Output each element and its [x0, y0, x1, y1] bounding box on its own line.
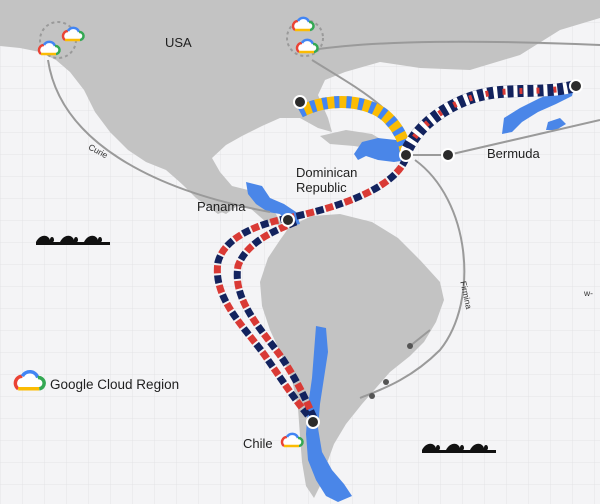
dominican-republic-label-line2: Republic [296, 180, 347, 195]
us-east-node [293, 95, 307, 109]
cable-branch [409, 329, 431, 347]
panama-chile-cable-inner [233, 218, 318, 420]
chile-label: Chile [243, 436, 273, 451]
google-cloud-region-icon [13, 370, 46, 391]
panama-chile-cable-red [213, 214, 315, 423]
south-america-landmass [260, 214, 444, 498]
central-america-landmass [110, 132, 282, 226]
dominican-panama-cable-red [287, 156, 410, 222]
wave-icon-atlantic [422, 443, 496, 453]
wave-icon-pacific [36, 235, 110, 245]
bermuda-junction-node [441, 148, 455, 162]
bermuda-node [569, 79, 583, 93]
google-cloud-icon-us-west-2 [61, 26, 85, 42]
firmina-cable [359, 159, 466, 399]
chile-landmass [306, 326, 352, 502]
small-node-2 [383, 379, 389, 385]
legend-label: Google Cloud Region [50, 377, 180, 392]
curie-cable [47, 59, 271, 213]
small-node-1 [407, 343, 413, 349]
dominican-republic-label: Dominican Republic [296, 165, 357, 195]
google-cloud-icon-us-east-2 [295, 38, 319, 54]
google-cloud-icon-chile [280, 432, 304, 448]
bermuda-island-small [546, 118, 566, 130]
landing-nodes [281, 79, 583, 429]
east-coast-cable [311, 40, 600, 51]
dominican-republic-label-line1: Dominican [296, 165, 358, 180]
dominican-republic-landmass [354, 138, 412, 162]
google-cloud-icon-us-west-1 [37, 40, 61, 56]
google-cloud-icon-us-east-1 [291, 16, 315, 32]
honomoana-cable-pattern [297, 96, 412, 154]
bermuda-label: Bermuda [487, 146, 540, 161]
dominican-republic-node [399, 148, 413, 162]
panama-node [281, 213, 295, 227]
chile-node [306, 415, 320, 429]
bermuda-island [502, 88, 574, 134]
panama-label: Panama [197, 199, 246, 214]
small-node-3 [369, 393, 375, 399]
atlantic-cable [447, 119, 600, 156]
offscreen-cable-label: w- [584, 288, 593, 298]
bermuda-cable-pattern [400, 80, 577, 155]
panama-chile-cable-inner-red [233, 218, 318, 420]
usa-label: USA [165, 35, 192, 50]
